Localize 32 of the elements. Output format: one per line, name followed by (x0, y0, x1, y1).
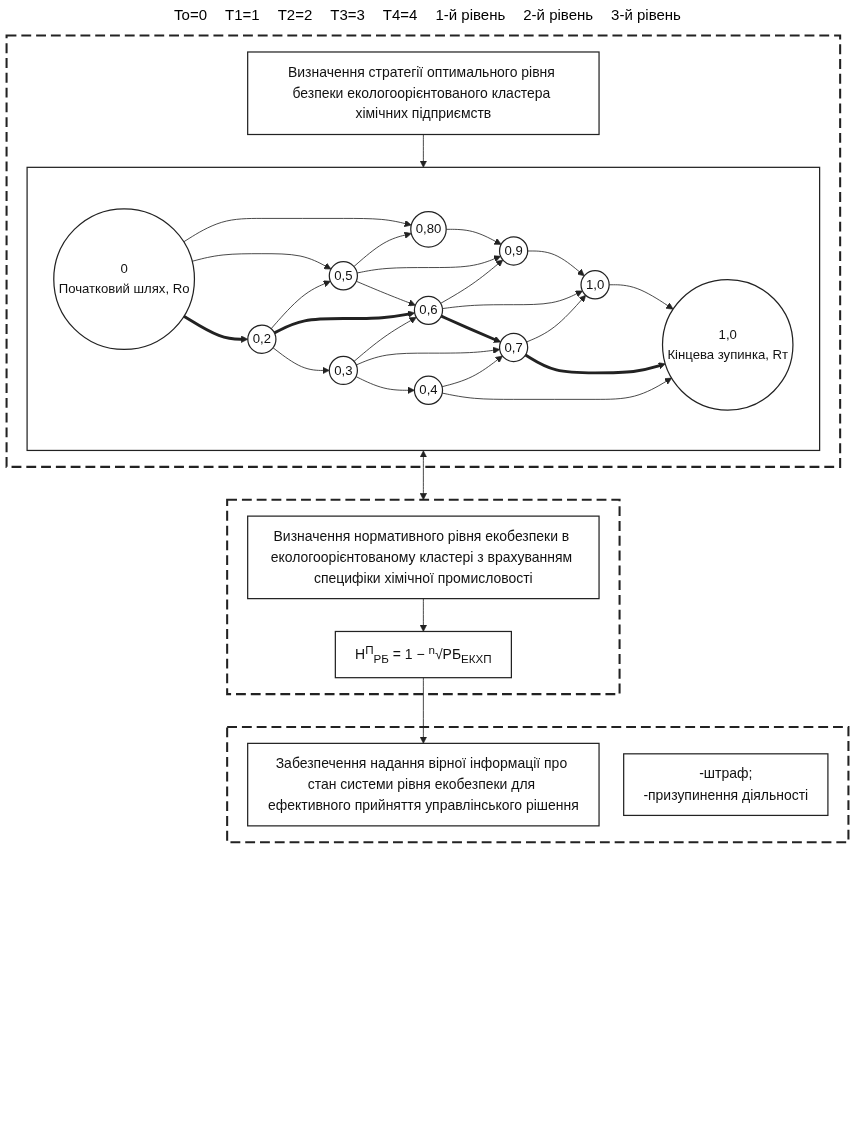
node-circle: 0,5 (328, 261, 359, 291)
axis-label: T2=2 (277, 6, 313, 23)
node-circle: 0,3 (328, 355, 359, 386)
cluster (26, 166, 821, 452)
axis-label: To=0 (174, 6, 208, 23)
node-box: -штраф; -призупинення діяльності (623, 753, 829, 816)
axis-label: 1-й рівень (435, 6, 506, 23)
arrow (440, 314, 501, 343)
node-box: Визначення нормативного рівня екобезпеки в екологоорієнтованому кластері з врахуванням специфіки хімічної промисловості (247, 515, 600, 600)
node-circle: 0,4 (413, 375, 444, 405)
cluster (5, 34, 842, 468)
node-circle: 1,0 (580, 270, 610, 300)
arrow (524, 353, 666, 375)
node-circle: 0,2 (247, 324, 277, 354)
node-circle: 1,0 Кінцева зупинка, Rт (661, 279, 794, 411)
node-box: Визначення стратегії оптимального рівня безпеки екологоорієнтованого кластера хімічних підприємств (247, 51, 600, 136)
node-circle: 0,9 (498, 236, 529, 266)
node-box: H$^{П}$$_{РБ}$ = 1 − $^{n}$√РБ$_{ЕКХП}$ (334, 630, 512, 679)
axis-label: T3=3 (330, 6, 365, 23)
cluster (226, 498, 621, 696)
axis-label: T4=4 (382, 6, 418, 23)
axis-label: 2-й рівень (523, 6, 594, 23)
node-circle: 0 Початковий шлях, Ro (53, 208, 196, 351)
arrow (183, 314, 249, 343)
cluster (226, 725, 850, 844)
axis-label: 3-й рівень (611, 6, 681, 23)
node-circle: 0,7 (498, 332, 529, 363)
node-box: Забезпечення надання вірної інформації про стан системи рівня екобезпеки для ефективного прийняття управлінського рішення (247, 742, 600, 827)
node-circle: 0,80 (410, 211, 447, 248)
node-circle: 0,6 (413, 295, 444, 326)
axis-label: T1=1 (225, 6, 260, 23)
arrow (273, 310, 415, 335)
